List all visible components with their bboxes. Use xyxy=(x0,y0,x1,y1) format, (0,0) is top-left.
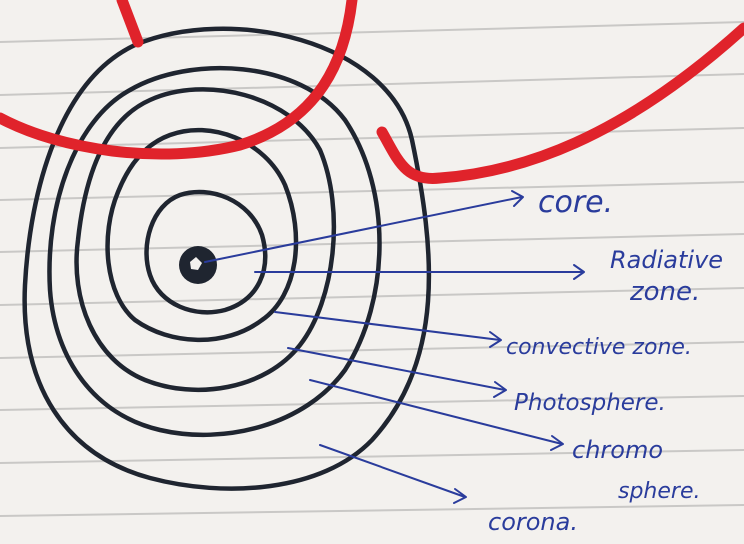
chromosphere-ring xyxy=(49,68,379,435)
arrow-core xyxy=(205,191,523,262)
convective-zone-ring xyxy=(108,130,296,340)
label-chromosphere-line2: sphere. xyxy=(618,479,700,504)
core-dot xyxy=(179,246,217,284)
label-chromosphere-line1: chromo xyxy=(572,436,663,464)
label-photosphere: Photosphere. xyxy=(514,390,666,416)
label-radiative-line2: zone. xyxy=(629,277,700,307)
arrow-corona xyxy=(320,445,466,503)
label-core: core. xyxy=(538,185,613,220)
label-radiative-line1: Radiative xyxy=(610,246,723,274)
red-marker-swoosh xyxy=(382,28,744,178)
label-corona: corona. xyxy=(488,508,578,536)
corona-ring xyxy=(25,29,429,489)
arrow-photosphere xyxy=(288,348,506,397)
label-convective-zone: convective zone. xyxy=(506,335,692,360)
arrow-radiative-zone xyxy=(255,265,584,279)
